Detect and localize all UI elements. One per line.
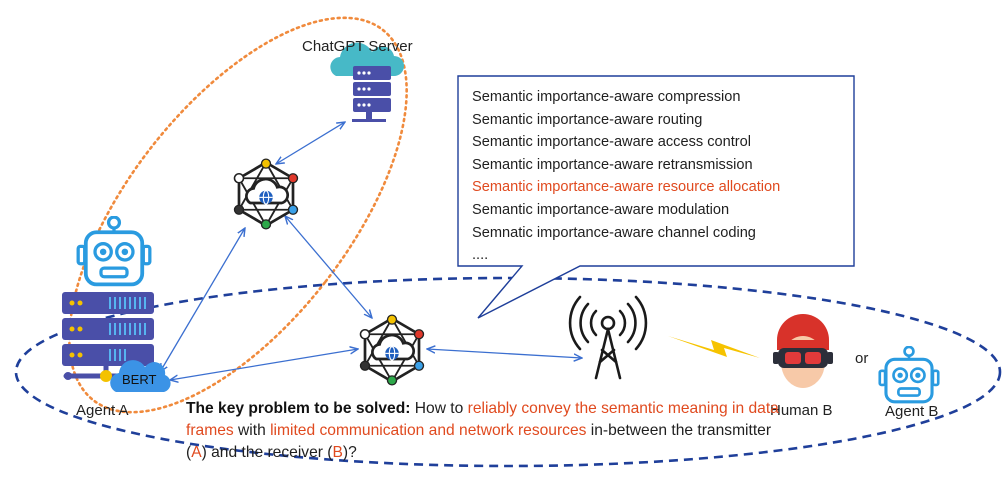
key-problem-heading: The key problem to be solved: [186, 400, 411, 417]
network-scope-ellipse [14, 276, 1002, 468]
problem-text: )? [342, 444, 357, 461]
antenna-tower-icon [568, 295, 648, 380]
network-hub-lower-icon [359, 314, 425, 386]
agent-a-label: Agent A [76, 402, 129, 419]
human-vr-headset-icon [773, 314, 833, 388]
callout-box [457, 75, 855, 319]
agent-b-robot-icon [878, 346, 940, 404]
problem-text: How to [410, 400, 468, 417]
problem-text: in-between the transmitter ( [186, 422, 772, 461]
bert-cloud-icon [110, 360, 171, 392]
receiver-letter: B [332, 444, 343, 461]
connection-arrows [160, 122, 582, 380]
list-item: Semantic importance-aware retransmission [472, 156, 753, 173]
human-b-label: Human B [770, 402, 833, 419]
list-item: Semantic importance-aware access control [472, 134, 752, 151]
chatgpt-server-label: ChatGPT Server [302, 38, 413, 55]
list-item: Semantic importance-aware modulation [472, 201, 730, 218]
transmitter-letter: A [191, 444, 202, 461]
list-item: .... [472, 247, 489, 264]
list-item-highlighted: Semantic importance-aware resource alloc… [472, 179, 781, 196]
semantic-techniques-list: Semantic importance-aware compression Se… [472, 86, 780, 267]
key-problem-statement: The key problem to be solved: How to rel… [186, 398, 786, 464]
bert-label: BERT [122, 372, 157, 387]
list-item: Semantic importance-aware routing [472, 111, 703, 128]
problem-highlight: reliably convey the semantic meaning in … [186, 400, 779, 439]
agent-a-robot-icon [76, 216, 152, 287]
agent-b-label: Agent B [885, 403, 939, 420]
list-item: Semnatic importance-aware channel coding [472, 224, 756, 241]
problem-text: ) and the receiver ( [201, 444, 333, 461]
lightning-bolt-icon [668, 336, 760, 358]
problem-highlight: limited communication and network resour… [270, 422, 587, 439]
problem-text: with [233, 422, 271, 439]
or-label: or [855, 350, 869, 367]
list-item: Semantic importance-aware compression [472, 89, 741, 105]
chatgpt-server-icon [330, 42, 404, 122]
network-hub-upper-icon [233, 158, 299, 230]
